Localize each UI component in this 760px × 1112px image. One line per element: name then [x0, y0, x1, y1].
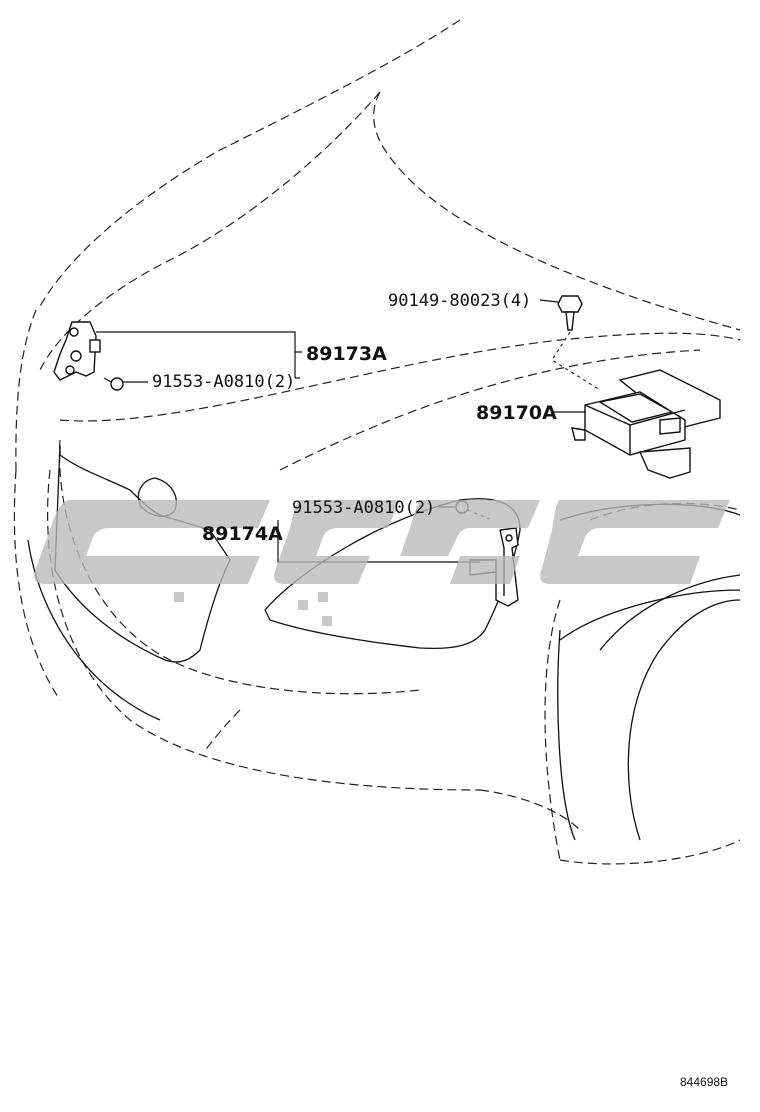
- car-body-outline: [13, 19, 741, 865]
- callout-90149: 90149-80023(4): [388, 291, 531, 311]
- callout-89170A: 89170A: [476, 402, 557, 424]
- front-sensor-right: [53, 321, 101, 381]
- front-lamp-outline: [27, 444, 741, 841]
- callout-91553-left: 91553-A0810(2): [292, 498, 435, 518]
- figure-code: 844698B: [680, 1075, 728, 1089]
- screw-ecu-icon: [539, 295, 601, 391]
- airbag-ecu: [552, 369, 721, 479]
- bolt-right-icon: [103, 377, 124, 391]
- watermark-logo: [34, 500, 730, 626]
- callout-89173A: 89173A: [306, 343, 387, 365]
- leader-89174A: [277, 520, 480, 563]
- callout-91553-right: 91553-A0810(2): [152, 372, 295, 392]
- leader-89173A: [96, 331, 302, 383]
- callout-89174A: 89174A: [202, 523, 283, 545]
